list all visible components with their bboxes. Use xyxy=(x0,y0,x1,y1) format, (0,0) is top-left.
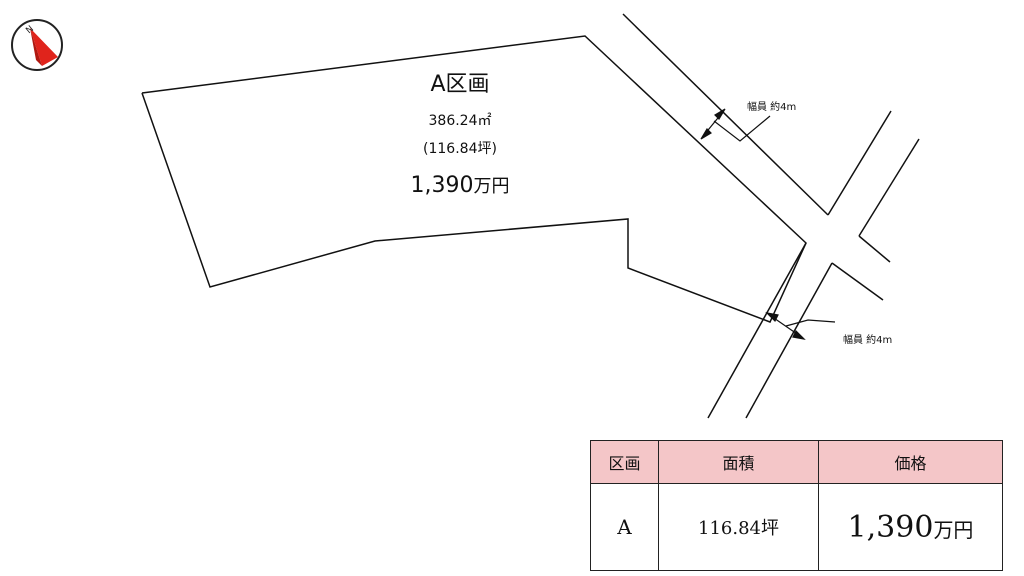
table-row: A 116.84坪 1,390万円 xyxy=(590,483,1003,571)
cell-area: 116.84坪 xyxy=(658,483,819,571)
road-width-indicator-1 xyxy=(700,108,771,142)
lot-price-unit: 万円 xyxy=(473,176,510,197)
lot-area-m2: 386.24㎡ xyxy=(428,113,492,129)
road-upper xyxy=(622,13,920,301)
cell-price: 1,390万円 xyxy=(818,483,1003,571)
header-block: 区画 xyxy=(590,440,659,484)
compass-label: N xyxy=(24,24,36,36)
header-price: 価格 xyxy=(818,440,1003,484)
cell-price-unit: 万円 xyxy=(933,517,974,542)
lot-boundary xyxy=(141,35,807,323)
price-table: 区画 面積 価格 A 116.84坪 1,390万円 xyxy=(590,440,1003,571)
lot-area-tsubo: (116.84坪) xyxy=(423,141,497,157)
lot-price-number: 1,390 xyxy=(410,173,474,198)
table-header-row: 区画 面積 価格 xyxy=(590,440,1003,484)
lot-price: 1,390万円 xyxy=(380,172,540,198)
road-lower xyxy=(707,242,833,419)
cell-block: A xyxy=(590,483,659,571)
road-width-label: 幅員 約4m xyxy=(747,102,797,113)
lot-title: A区画 xyxy=(430,72,490,97)
road-width-indicator-2 xyxy=(765,312,836,340)
cell-price-number: 1,390 xyxy=(847,509,934,545)
north-arrow-icon: N xyxy=(11,19,63,71)
road-width-label: 幅員 約4m xyxy=(843,335,893,346)
header-area: 面積 xyxy=(658,440,819,484)
